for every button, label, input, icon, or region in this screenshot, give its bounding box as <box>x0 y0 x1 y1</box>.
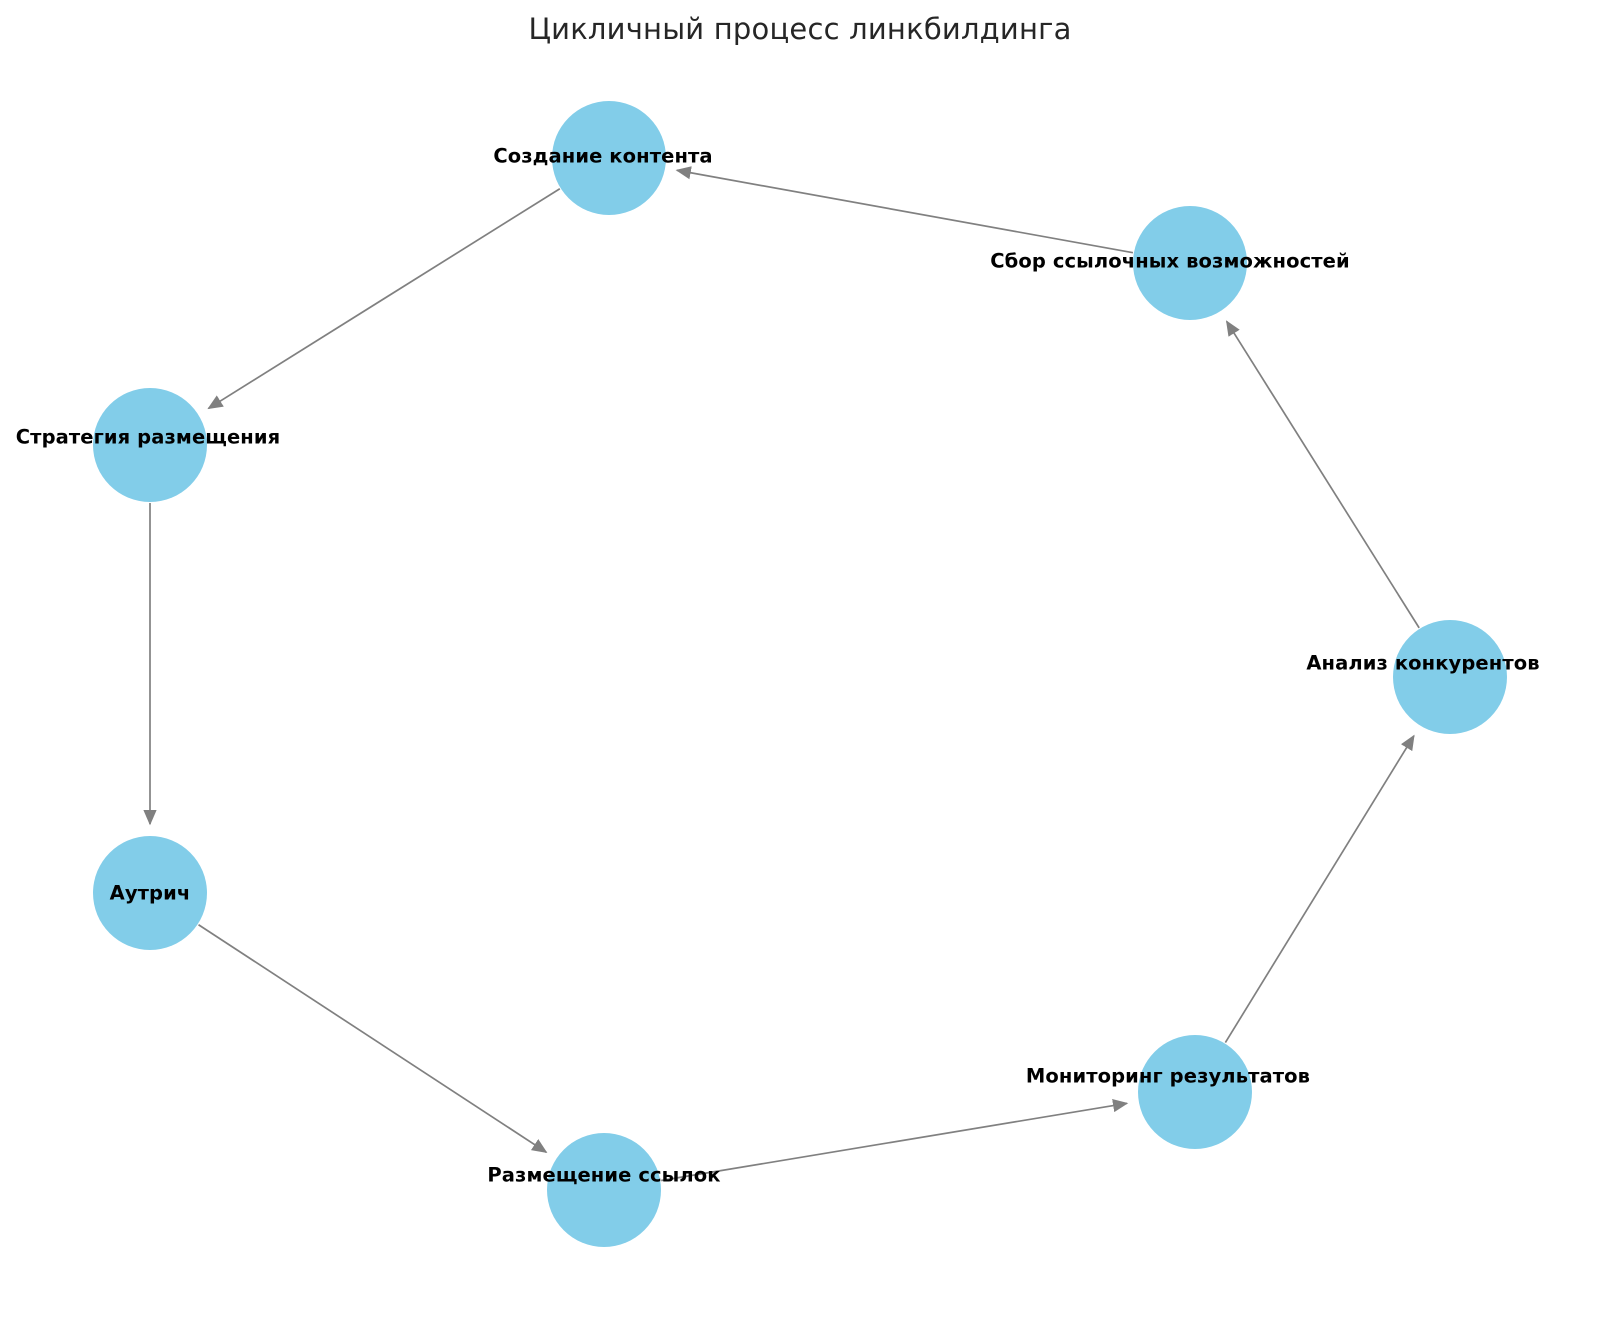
node-label-outreach: Аутрич <box>109 881 191 905</box>
node-label-competitors: Анализ конкурентов <box>1306 651 1540 675</box>
graph-edge <box>1225 320 1420 629</box>
graph-node-outreach[interactable] <box>93 836 207 950</box>
graph-node-opportunity[interactable] <box>1133 206 1247 320</box>
node-label-opportunity: Сбор ссылочных возможностей <box>990 249 1350 273</box>
graph-edge <box>1224 734 1415 1044</box>
node-label-monitoring: Мониторинг результатов <box>1025 1064 1311 1088</box>
graph-edge <box>198 924 548 1153</box>
graph-node-competitors[interactable] <box>1393 620 1507 734</box>
graph-node-content[interactable] <box>552 101 666 215</box>
node-label-placement: Размещение ссылок <box>487 1163 721 1187</box>
graph-node-monitoring[interactable] <box>1138 1035 1252 1149</box>
page-title: Цикличный процесс линкбилдинга <box>528 12 1072 46</box>
edges-group <box>143 166 1420 1182</box>
node-label-content: Создание контента <box>493 144 713 168</box>
graph-edge <box>661 1099 1129 1182</box>
graph-node-strategy[interactable] <box>93 388 207 502</box>
graph-edge <box>675 166 1134 254</box>
graph-node-placement[interactable] <box>547 1133 661 1247</box>
node-label-strategy: Стратегия размещения <box>15 425 281 449</box>
graph-edge <box>207 188 561 410</box>
